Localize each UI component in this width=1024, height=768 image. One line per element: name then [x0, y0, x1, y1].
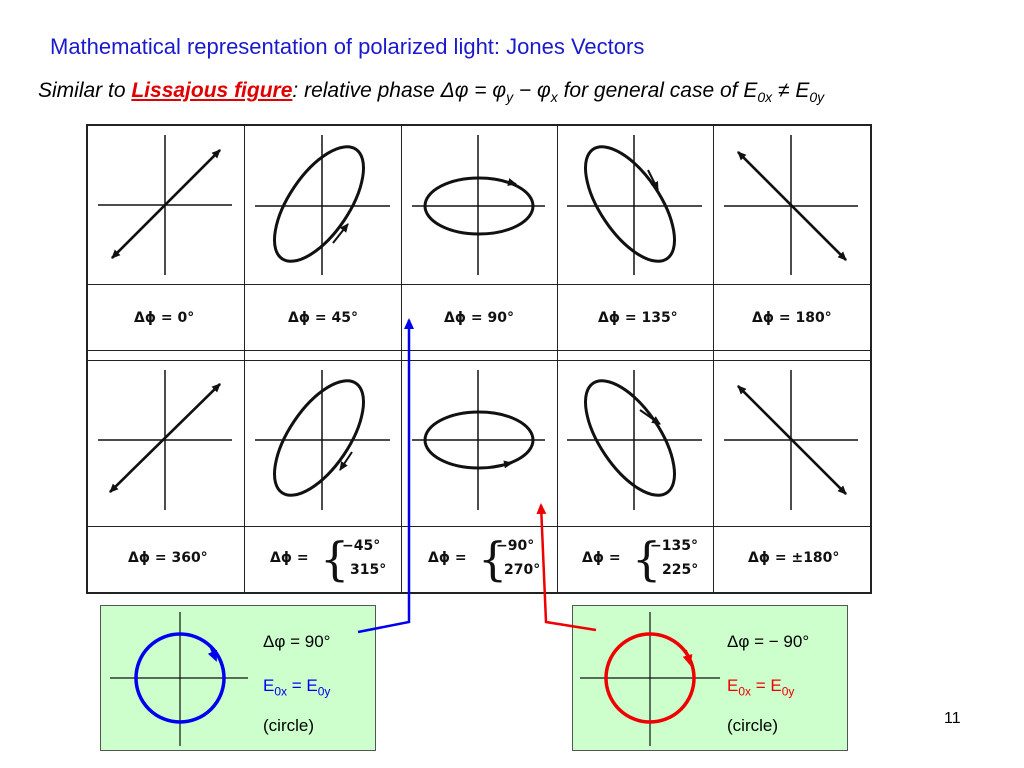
phase-label: Δϕ = 45°: [288, 310, 358, 326]
general-case-text: for general case of E: [557, 79, 758, 102]
red-connector-arrow: [536, 503, 597, 632]
brace-value: −45°: [342, 538, 381, 554]
e-sub: 0x: [738, 684, 752, 699]
column-1: [88, 126, 245, 592]
e-main: E: [727, 676, 739, 695]
e-eq: = E: [751, 676, 782, 695]
circle-label: (circle): [263, 716, 314, 735]
phase-label: Δϕ = 180°: [752, 310, 832, 326]
row-divider: [88, 360, 870, 361]
linear-180-figure: [724, 135, 858, 275]
blue-connector-arrow: [357, 318, 414, 634]
blue-circle-figure: [110, 612, 248, 746]
brace-value: 225°: [662, 562, 699, 578]
brace-icon: {: [632, 532, 662, 586]
phase-label: Δϕ =: [270, 550, 309, 566]
red-circle-figure: [580, 612, 720, 746]
brace-value: −90°: [496, 538, 535, 554]
page-number: 11: [944, 710, 961, 727]
phase-90-label: Δφ = 90°: [263, 632, 331, 651]
subtitle-prefix: Similar to: [38, 79, 132, 102]
phase-neg90-label: Δφ = − 90°: [727, 632, 810, 651]
ellipse-neg135-figure: [567, 370, 702, 510]
linear-pm180-figure: [724, 370, 858, 510]
polarization-table: Δϕ = 0° Δϕ = 45° Δϕ = 90° Δϕ = 135° Δϕ =…: [86, 124, 872, 594]
column-4: [558, 126, 714, 592]
brace-value: 270°: [504, 562, 541, 578]
row-divider: [88, 284, 870, 285]
column-2: [245, 126, 402, 592]
phase-label: Δϕ = 90°: [444, 310, 514, 326]
e-sub: 0y: [781, 684, 795, 699]
linear-360-figure: [98, 370, 232, 510]
ellipse-90-figure: [412, 135, 545, 275]
ellipse-135-figure: [567, 135, 702, 275]
circle-label: (circle): [727, 716, 778, 735]
column-3: [402, 126, 558, 592]
brace-value: −135°: [650, 538, 698, 554]
phase-label: Δϕ = 0°: [134, 310, 195, 326]
row-divider: [88, 350, 870, 351]
amplitude-equality: E0x = E0y: [263, 676, 330, 698]
e-main: E: [263, 676, 275, 695]
brace-icon: {: [320, 532, 350, 586]
lissajous-link[interactable]: Lissajous figure: [131, 79, 293, 102]
phase-label: Δϕ =: [582, 550, 621, 566]
amplitude-equality: E0x = E0y: [727, 676, 794, 698]
linear-0-figure: [98, 135, 232, 275]
phase-label: Δϕ =: [428, 550, 467, 566]
e-eq: = E: [287, 676, 318, 695]
sub-0x: 0x: [757, 89, 773, 106]
phase-minus: − φ: [513, 79, 551, 102]
sub-y: y: [506, 89, 514, 106]
phase-label: Δϕ = 360°: [128, 550, 208, 566]
phase-formula: Δφ = φ: [440, 79, 507, 102]
ellipse-neg90-figure: [412, 370, 545, 510]
sub-0y: 0y: [809, 89, 825, 106]
e-sub: 0x: [274, 684, 288, 699]
row-divider: [88, 526, 870, 527]
e-sub: 0y: [317, 684, 331, 699]
slide-title: Mathematical representation of polarized…: [50, 34, 645, 59]
sub-x: x: [550, 89, 558, 106]
ellipse-45-figure: [255, 135, 390, 275]
phase-label: Δϕ = 135°: [598, 310, 678, 326]
neq-text: ≠ E: [772, 79, 810, 102]
slide-subtitle: Similar to Lissajous figure: relative ph…: [38, 79, 824, 105]
brace-icon: {: [478, 532, 508, 586]
brace-value: 315°: [350, 562, 387, 578]
subtitle-colon: : relative phase: [292, 79, 441, 102]
ellipse-neg45-figure: [255, 370, 390, 510]
phase-label: Δϕ = ±180°: [748, 550, 840, 566]
